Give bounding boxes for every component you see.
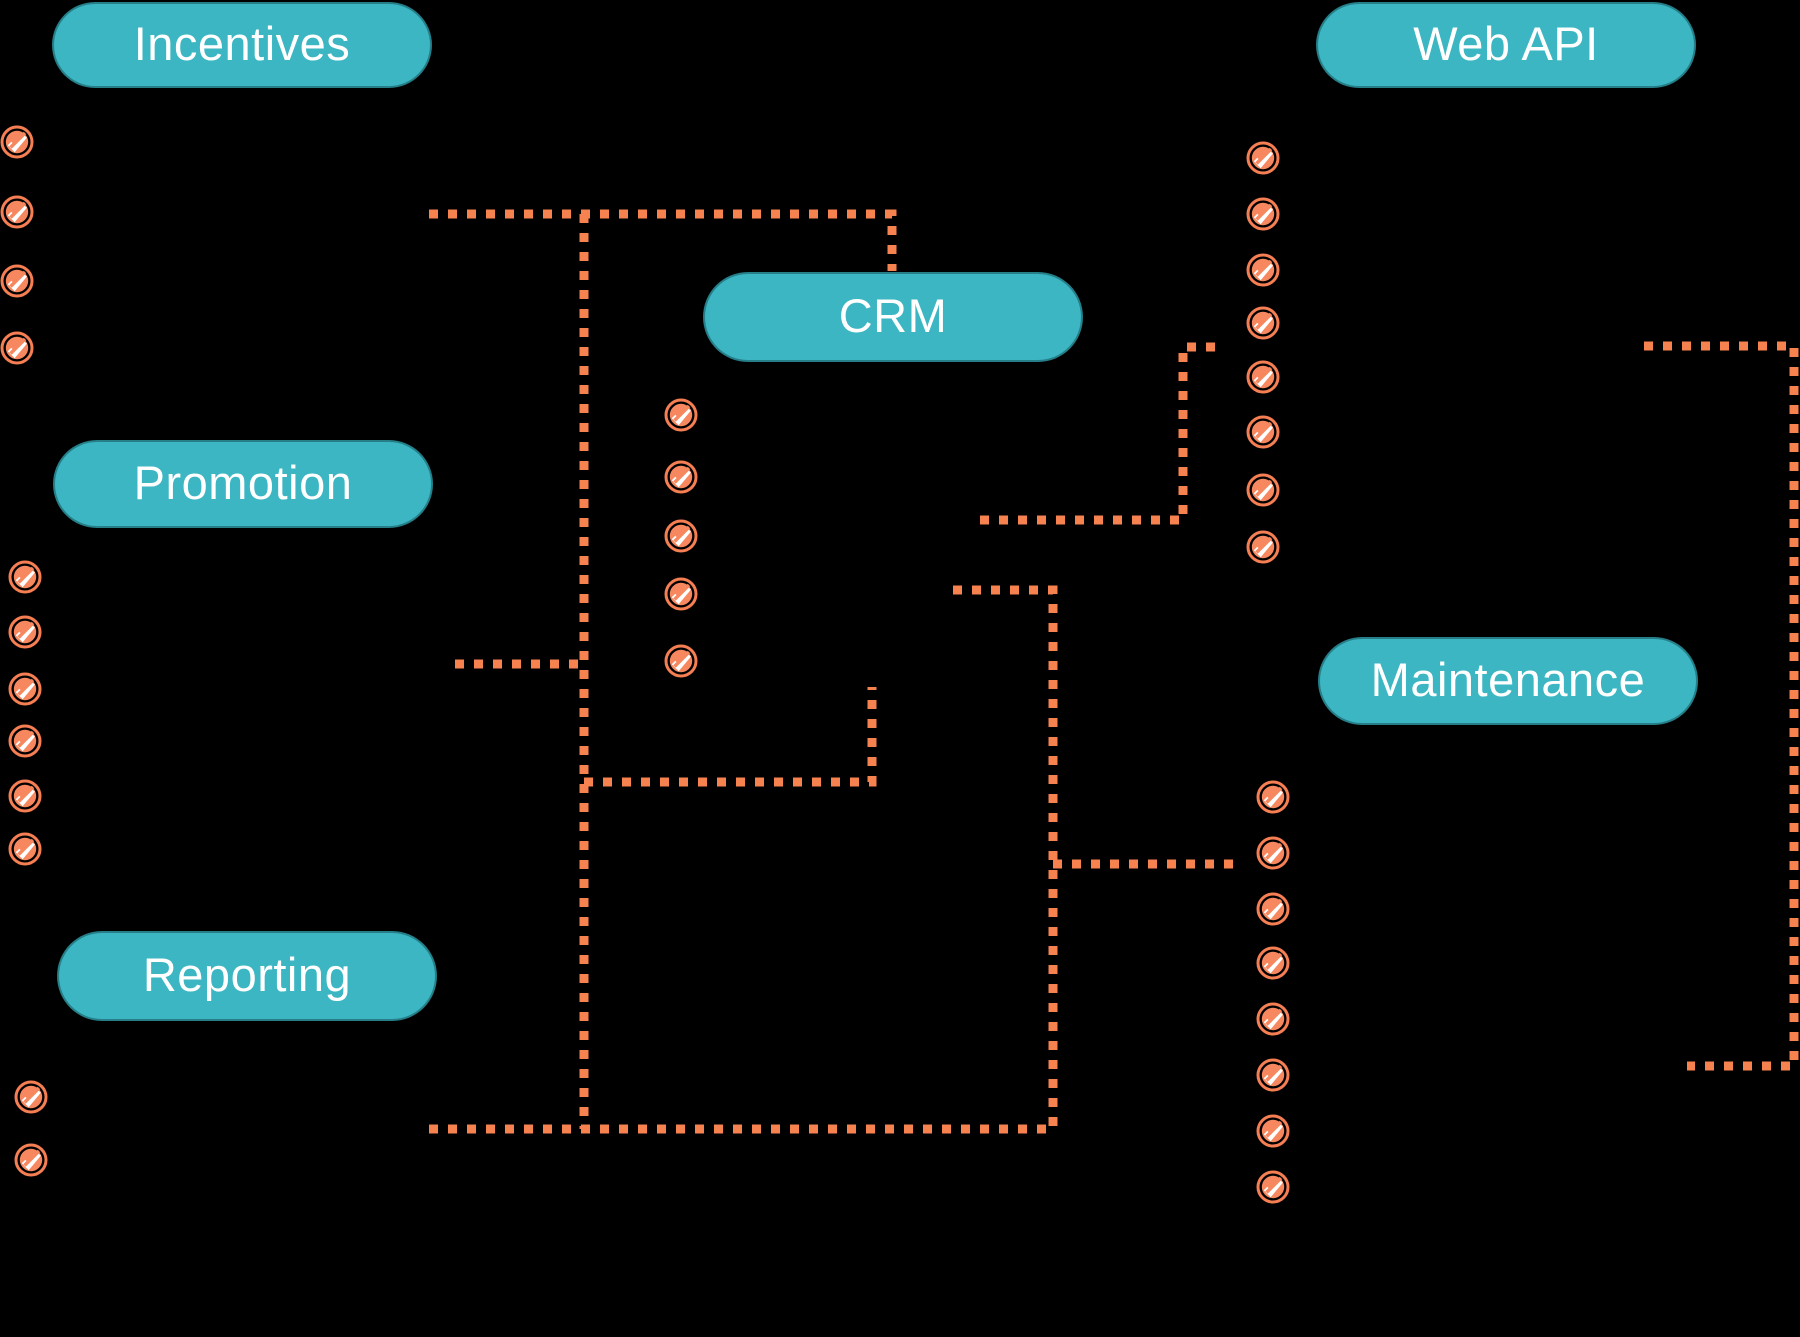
check-slash-icon [8, 779, 42, 813]
check-slash-icon [664, 460, 698, 494]
check-slash-icon [1246, 197, 1280, 231]
check-slash-icon [0, 125, 34, 159]
check-slash-icon [1256, 892, 1290, 926]
node-label-promotion: Promotion [133, 455, 353, 509]
node-label-incentives: Incentives [133, 16, 351, 70]
check-slash-icon [8, 672, 42, 706]
check-slash-icon [1246, 473, 1280, 507]
connector-crm-lower-branch [584, 687, 877, 787]
node-pill-web-api[interactable]: Web API [1316, 2, 1696, 88]
check-slash-icon [1256, 1058, 1290, 1092]
check-slash-icon [1256, 1002, 1290, 1036]
check-slash-icon [14, 1143, 48, 1177]
check-slash-icon [0, 195, 34, 229]
check-slash-icon [664, 577, 698, 611]
check-slash-icon [8, 832, 42, 866]
check-slash-icon [14, 1080, 48, 1114]
check-slash-icon [1246, 253, 1280, 287]
check-slash-icon [1246, 360, 1280, 394]
node-label-reporting: Reporting [142, 947, 352, 1001]
check-slash-icon [1246, 415, 1280, 449]
node-label-maintenance: Maintenance [1370, 652, 1646, 706]
check-slash-icon [1256, 946, 1290, 980]
check-slash-icon [664, 519, 698, 553]
check-slash-icon [1256, 780, 1290, 814]
node-pill-crm[interactable]: CRM [703, 272, 1083, 362]
check-slash-icon [1246, 530, 1280, 564]
connector-webapi-branch [980, 342, 1222, 525]
node-pill-incentives[interactable]: Incentives [52, 2, 432, 88]
check-slash-icon [664, 398, 698, 432]
check-slash-icon [8, 560, 42, 594]
check-slash-icon [664, 644, 698, 678]
check-slash-icon [1256, 1170, 1290, 1204]
node-label-crm: CRM [838, 288, 948, 342]
node-pill-reporting[interactable]: Reporting [57, 931, 437, 1021]
connector-top-to-crm [429, 209, 897, 271]
connector-bottom-loop [429, 585, 1058, 1134]
node-pill-maintenance[interactable]: Maintenance [1318, 637, 1698, 725]
check-slash-icon [1246, 306, 1280, 340]
node-label-web-api: Web API [1413, 16, 1599, 70]
check-slash-icon [1256, 1114, 1290, 1148]
check-slash-icon [1246, 141, 1280, 175]
check-slash-icon [0, 331, 34, 365]
check-slash-icon [8, 724, 42, 758]
node-pill-promotion[interactable]: Promotion [53, 440, 433, 528]
check-slash-icon [1256, 836, 1290, 870]
check-slash-icon [8, 615, 42, 649]
check-slash-icon [0, 264, 34, 298]
